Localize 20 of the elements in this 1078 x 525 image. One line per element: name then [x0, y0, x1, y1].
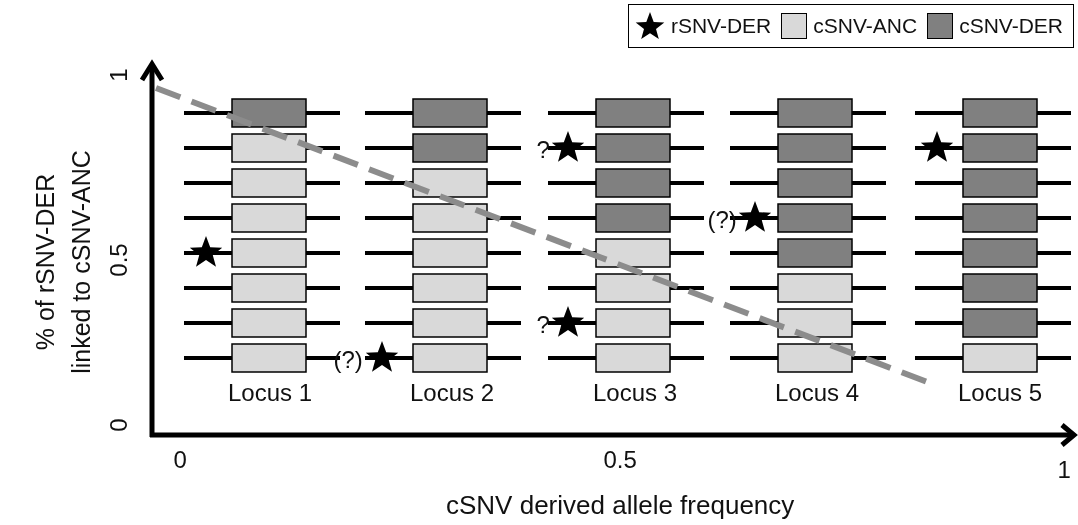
axis-tick-label: 1	[104, 68, 133, 82]
question-mark: (?)	[333, 346, 363, 374]
axis-tick-label: 0.5	[603, 446, 637, 474]
question-mark: (?)	[707, 206, 737, 234]
locus-label: Locus 3	[593, 379, 678, 407]
question-mark: ?	[536, 311, 550, 339]
legend-label: cSNV-DER	[959, 14, 1063, 38]
legend-label: cSNV-ANC	[813, 14, 918, 38]
axis-title: cSNV derived allele frequency	[446, 491, 795, 519]
locus-label: Locus 5	[958, 379, 1043, 407]
axis-tick-label: 0	[173, 446, 187, 474]
question-mark: ?	[536, 136, 550, 164]
axis-tick-label: 0	[104, 418, 133, 432]
locus-label: Locus 1	[228, 379, 313, 407]
locus-label: Locus 4	[775, 379, 860, 407]
legend-label: rSNV-DER	[670, 14, 772, 38]
axis-tick-label: 0.5	[104, 243, 133, 277]
locus-label: Locus 2	[410, 379, 495, 407]
axis-tick-label: 1	[1057, 456, 1071, 484]
axis-title: % of rSNV-DER linked to cSNV-ANC	[30, 149, 96, 376]
